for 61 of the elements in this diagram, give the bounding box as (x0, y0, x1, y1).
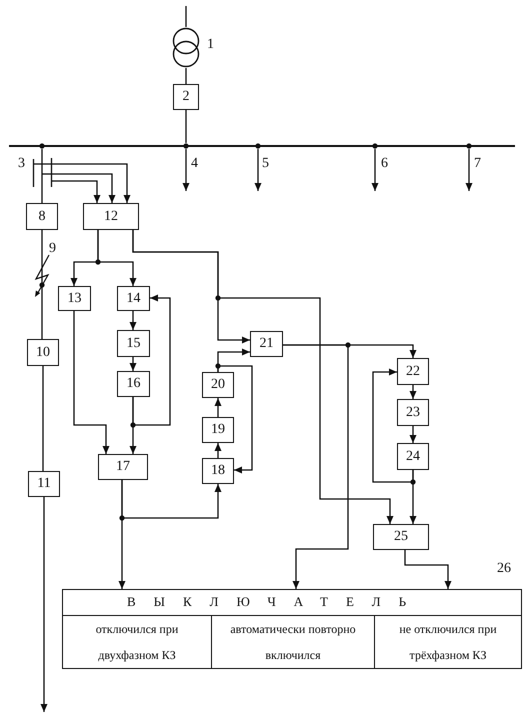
table-cell: автоматически повторно включился (211, 615, 374, 668)
process-box: 15 (117, 330, 150, 357)
callout-number: 26 (497, 561, 511, 577)
callout-number: 9 (49, 241, 56, 257)
callout-number: 3 (18, 156, 25, 172)
process-box: 2 (173, 84, 199, 110)
arrow (283, 344, 349, 589)
arrow (217, 365, 253, 474)
process-box: 11 (28, 471, 60, 497)
process-box: 18 (202, 458, 234, 484)
arrow (410, 426, 416, 443)
arrow (182, 149, 190, 191)
arrow (118, 480, 126, 589)
arrow (54, 173, 116, 203)
arrow (214, 443, 222, 458)
connector-line (185, 110, 187, 143)
arrow (410, 385, 416, 399)
arrow (372, 149, 378, 191)
connector-line (185, 68, 187, 84)
process-box: 21 (250, 331, 283, 357)
process-box: 23 (397, 399, 429, 426)
process-box: 12 (83, 203, 139, 230)
connector-line (185, 6, 187, 27)
callout-number: 5 (262, 156, 269, 172)
process-box: 17 (98, 454, 148, 480)
process-box: 22 (397, 358, 429, 385)
table-cell: не отключился при трёхфазном КЗ (374, 615, 521, 668)
table (62, 589, 522, 669)
arrow (404, 550, 452, 589)
process-box: 19 (202, 417, 234, 443)
process-box: 10 (27, 339, 59, 366)
process-box: 14 (117, 286, 150, 311)
transformer-symbol (172, 27, 200, 68)
process-box: 13 (58, 286, 91, 311)
connector-line (41, 188, 43, 203)
arrow (132, 230, 394, 524)
arrow (372, 368, 414, 483)
arrow (73, 311, 110, 454)
callout-number: 1 (207, 37, 214, 53)
arrow (40, 497, 48, 712)
arrow (214, 398, 222, 417)
process-box: 16 (117, 371, 150, 397)
process-box: 25 (373, 524, 429, 550)
process-box: 8 (26, 203, 58, 230)
arrow (54, 163, 130, 203)
current-transformer-symbol (32, 158, 54, 188)
arrow (254, 149, 262, 191)
callout-number: 6 (381, 156, 388, 172)
connector-line (42, 366, 44, 471)
arrow (466, 149, 472, 191)
arrow (130, 357, 136, 371)
arrow (97, 230, 136, 286)
connector-line (41, 230, 43, 339)
arrow (54, 180, 100, 203)
callout-number: 7 (474, 156, 481, 172)
callout-number: 4 (191, 156, 198, 172)
process-box: 24 (397, 443, 429, 470)
arrow (132, 294, 171, 426)
table-header: ВЫКЛЮЧАТЕЛЬ (127, 594, 424, 610)
process-box: 20 (202, 372, 234, 398)
arrow (130, 311, 136, 330)
